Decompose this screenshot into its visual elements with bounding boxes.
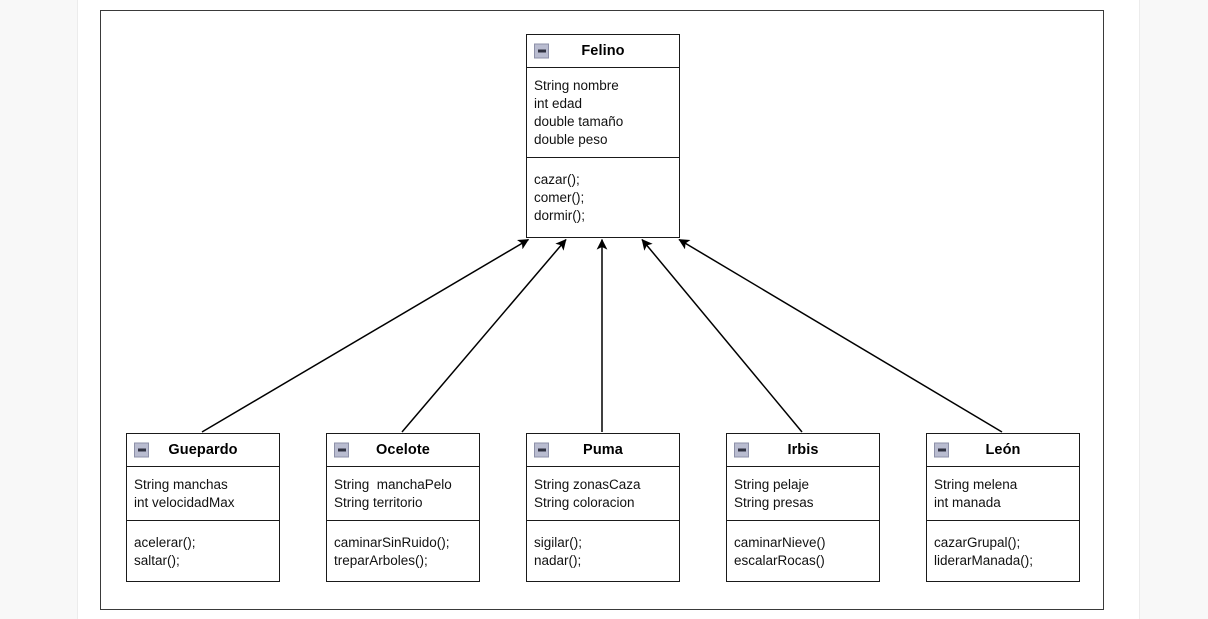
uml-class-header[interactable]: León	[927, 434, 1079, 467]
uml-class-header[interactable]: Felino	[527, 35, 679, 68]
collapse-minus-icon[interactable]	[934, 442, 949, 458]
uml-methods-compartment: caminarSinRuido(); treparArboles();	[327, 521, 479, 581]
uml-method: caminarSinRuido();	[334, 535, 450, 550]
uml-attribute: int manada	[934, 495, 1001, 510]
uml-class-name: Felino	[581, 42, 625, 59]
uml-class-header[interactable]: Guepardo	[127, 434, 279, 467]
uml-attribute: String presas	[734, 495, 814, 510]
uml-methods-compartment: cazarGrupal(); liderarManada();	[927, 521, 1079, 581]
uml-class-leon[interactable]: León String melena int manada cazarGrupa…	[926, 433, 1080, 582]
uml-attributes-compartment: String manchaPelo String territorio	[327, 467, 479, 521]
uml-attributes-compartment: String manchas int velocidadMax	[127, 467, 279, 521]
uml-class-felino[interactable]: Felino String nombre int edad double tam…	[526, 34, 680, 238]
uml-attribute: int velocidadMax	[134, 495, 235, 510]
collapse-minus-icon[interactable]	[134, 442, 149, 458]
uml-attribute: String manchas	[134, 477, 228, 492]
uml-class-name: Irbis	[787, 441, 819, 458]
uml-method: comer();	[534, 190, 585, 205]
uml-method: escalarRocas()	[734, 553, 825, 568]
collapse-minus-icon[interactable]	[734, 442, 749, 458]
uml-method: treparArboles();	[334, 553, 428, 568]
uml-class-header[interactable]: Irbis	[727, 434, 879, 467]
uml-attributes-compartment: String zonasCaza String coloracion	[527, 467, 679, 521]
uml-class-name: Guepardo	[168, 441, 238, 458]
uml-class-header[interactable]: Puma	[527, 434, 679, 467]
uml-attribute: String territorio	[334, 495, 423, 510]
uml-method: dormir();	[534, 208, 585, 223]
uml-methods-compartment: sigilar(); nadar();	[527, 521, 679, 581]
uml-class-puma[interactable]: Puma String zonasCaza String coloracion …	[526, 433, 680, 582]
uml-method: caminarNieve()	[734, 535, 826, 550]
uml-attribute: int edad	[534, 96, 583, 111]
uml-attribute: String zonasCaza	[534, 477, 641, 492]
uml-class-irbis[interactable]: Irbis String pelaje String presas camina…	[726, 433, 880, 582]
uml-method: acelerar();	[134, 535, 196, 550]
uml-attribute: String melena	[934, 477, 1018, 492]
uml-class-name: Puma	[583, 441, 623, 458]
uml-class-name: León	[985, 441, 1021, 458]
uml-attribute: double tamaño	[534, 114, 624, 129]
uml-methods-compartment: acelerar(); saltar();	[127, 521, 279, 581]
uml-method: nadar();	[534, 553, 582, 568]
uml-attribute: String coloracion	[534, 495, 635, 510]
collapse-minus-icon[interactable]	[334, 442, 349, 458]
uml-class-header[interactable]: Ocelote	[327, 434, 479, 467]
uml-method: liderarManada();	[934, 553, 1034, 568]
uml-attribute: String nombre	[534, 78, 619, 93]
collapse-minus-icon[interactable]	[534, 442, 549, 458]
uml-attribute: String pelaje	[734, 477, 810, 492]
uml-class-name: Ocelote	[376, 441, 430, 458]
uml-class-guepardo[interactable]: Guepardo String manchas int velocidadMax…	[126, 433, 280, 582]
uml-method: cazarGrupal();	[934, 535, 1021, 550]
uml-attributes-compartment: String melena int manada	[927, 467, 1079, 521]
uml-method: saltar();	[134, 553, 180, 568]
uml-attributes-compartment: String nombre int edad double tamaño dou…	[527, 68, 679, 158]
uml-methods-compartment: caminarNieve() escalarRocas()	[727, 521, 879, 581]
uml-attribute: String manchaPelo	[334, 477, 452, 492]
uml-methods-compartment: cazar(); comer(); dormir();	[527, 158, 679, 237]
uml-attributes-compartment: String pelaje String presas	[727, 467, 879, 521]
uml-method: sigilar();	[534, 535, 583, 550]
uml-class-ocelote[interactable]: Ocelote String manchaPelo String territo…	[326, 433, 480, 582]
uml-method: cazar();	[534, 172, 580, 187]
collapse-minus-icon[interactable]	[534, 43, 549, 59]
uml-attribute: double peso	[534, 132, 608, 147]
